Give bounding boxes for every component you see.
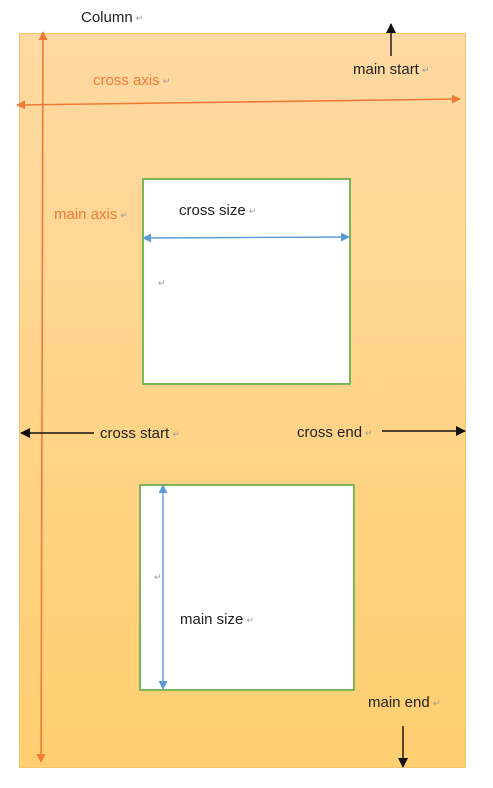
main-start-text: main start xyxy=(353,61,419,78)
paragraph-mark: ↵ xyxy=(162,76,171,87)
cross-axis-arrow xyxy=(16,94,461,110)
main-start-label: main start↵ xyxy=(353,61,429,79)
flex-item-bottom xyxy=(139,484,355,691)
paragraph-mark: ↵ xyxy=(154,572,162,582)
paragraph-mark: ↵ xyxy=(158,278,166,288)
paragraph-mark: ↵ xyxy=(248,206,257,217)
cross-axis-text: cross axis xyxy=(93,72,160,89)
paragraph-mark: ↵ xyxy=(172,429,180,440)
diagram-title-text: Column xyxy=(81,9,133,26)
main-size-label: main size↵ xyxy=(180,611,254,629)
main-end-label: main end↵ xyxy=(368,694,440,712)
paragraph-mark: ↵ xyxy=(365,428,373,439)
main-axis-label: main axis↵ xyxy=(54,206,128,224)
flex-item-top xyxy=(142,178,351,385)
cross-start-label: cross start↵ xyxy=(100,425,180,443)
main-size-text: main size xyxy=(180,611,244,628)
cross-size-text: cross size xyxy=(179,202,246,219)
paragraph-mark: ↵ xyxy=(432,698,441,709)
cross-size-label: cross size↵ xyxy=(179,202,256,220)
paragraph-mark: ↵ xyxy=(120,210,128,221)
paragraph-mark: ↵ xyxy=(421,65,430,76)
paragraph-mark: ↵ xyxy=(246,615,254,626)
main-axis-text: main axis xyxy=(54,206,118,223)
paragraph-mark: ↵ xyxy=(135,13,144,24)
cross-end-label: cross end↵ xyxy=(297,424,373,442)
cross-axis-label: cross axis↵ xyxy=(93,72,170,90)
cross-end-text: cross end xyxy=(297,424,363,441)
cross-start-text: cross start xyxy=(100,425,170,442)
main-end-text: main end xyxy=(368,694,430,711)
main-axis-arrow xyxy=(36,31,48,763)
cross-size-arrow xyxy=(142,232,350,243)
diagram-title: Column↵ xyxy=(81,9,143,27)
